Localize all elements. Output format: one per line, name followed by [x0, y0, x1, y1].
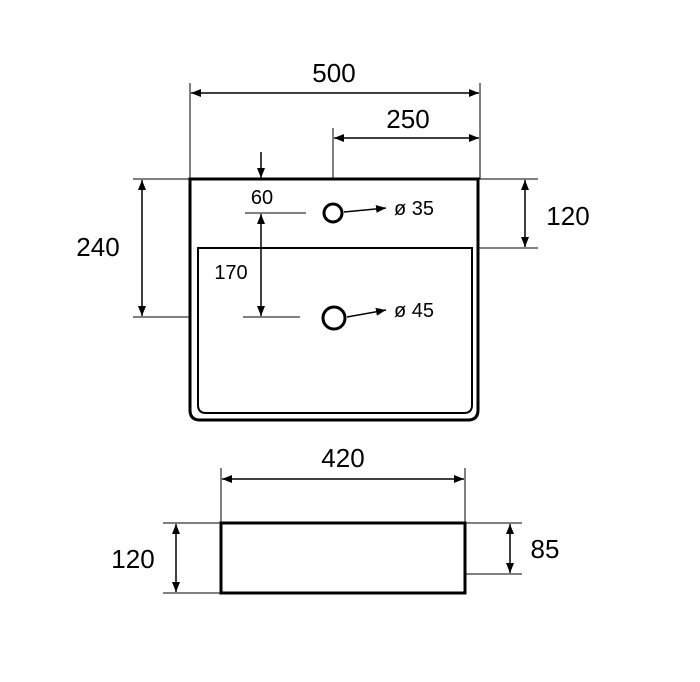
width-label: 500: [312, 58, 355, 88]
dimension-rim-120: 120: [478, 178, 590, 249]
bowl-outline: [197, 247, 473, 414]
drain-offset-label: 170: [214, 262, 247, 284]
side-width-label: 420: [321, 443, 364, 473]
basin-side-outline: [219, 521, 467, 595]
tap-hole-leader: [343, 204, 387, 213]
dimension-width-500: 500: [189, 58, 481, 179]
side-height-label: 120: [111, 544, 154, 574]
rim-depth-label: 120: [546, 201, 589, 231]
tap-hole: [322, 202, 344, 224]
dimension-side-inner-85: 85: [465, 522, 560, 575]
tap-hole-offset-label: 60: [251, 187, 273, 209]
tap-offset-label: 250: [386, 104, 429, 134]
dimension-depth-240: 240: [76, 178, 190, 318]
drain-hole: [321, 305, 347, 331]
depth-label: 240: [76, 232, 119, 262]
tap-hole-diameter-label: ø 35: [394, 198, 434, 220]
dimension-tap-offset-250: 250: [332, 104, 479, 179]
drain-hole-leader: [346, 307, 387, 318]
basin-outline: [188, 177, 480, 422]
side-inner-height-label: 85: [531, 534, 560, 564]
dimension-side-height-120: 120: [111, 522, 221, 594]
drain-diameter-label: ø 45: [394, 300, 434, 322]
dimension-side-width-420: 420: [220, 443, 466, 523]
dimension-drain-170: 170: [214, 214, 300, 318]
top-view: ø 35 ø 45 500 250 240: [76, 58, 590, 422]
dimension-tap-hole-60: 60: [245, 152, 306, 214]
side-view: 420 120 85: [111, 443, 560, 595]
